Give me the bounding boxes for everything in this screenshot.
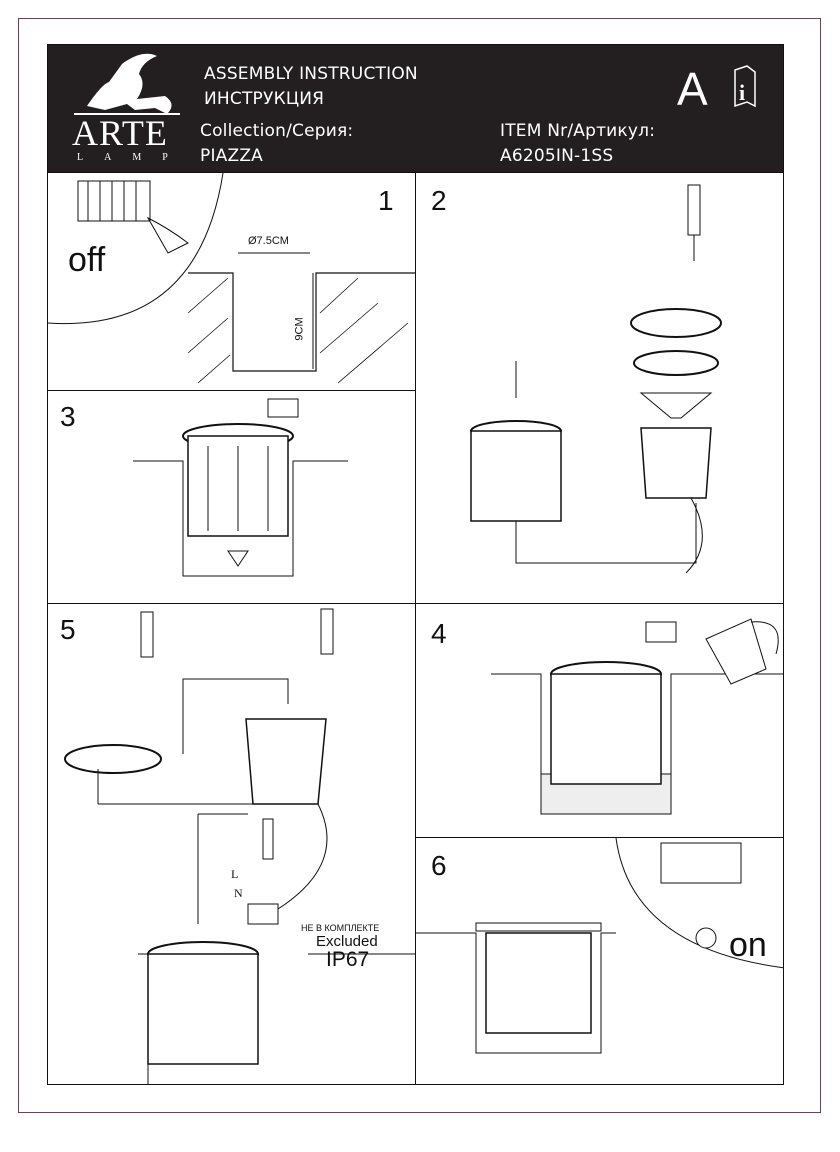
step-number: 3 (60, 401, 76, 432)
step-1-panel: 1 off Ø7.5CM 9CM (47, 172, 416, 391)
step-number: 2 (431, 185, 447, 216)
header-banner: ARTE LAMP ASSEMBLY INSTRUCTION ИНСТРУКЦИ… (47, 44, 784, 172)
finished-install-diagram (416, 838, 783, 1054)
not-included-note-en: Excluded (316, 933, 378, 950)
step-number: 4 (431, 618, 447, 649)
svg-text:i: i (739, 80, 745, 105)
switch-on-label: on (729, 926, 767, 964)
backfill-diagram (491, 618, 783, 815)
collection-value: PIAZZA (200, 146, 264, 166)
disassembly-diagram (470, 184, 722, 574)
diameter-label: Ø7.5CM (248, 235, 289, 247)
language-letter: A (677, 63, 708, 115)
step-5-panel: 5 L N НЕ В КОМПЛЕКТЕ Excluded IP67 (47, 603, 416, 1085)
item-label: ITEM Nr/Артикул: (500, 121, 656, 141)
step-number: 6 (431, 850, 447, 881)
item-value: A6205IN-1SS (500, 146, 614, 166)
title-en: ASSEMBLY INSTRUCTION (204, 64, 418, 84)
winged-lion-logo-icon (74, 53, 180, 115)
brand-logo: ARTE (72, 113, 168, 153)
step-4-panel: 4 (415, 603, 784, 838)
neutral-label: N (234, 886, 243, 900)
page-border (18, 18, 821, 1113)
not-included-note-ru: НЕ В КОМПЛЕКТЕ (301, 923, 380, 933)
brand-subtitle: LAMP (77, 152, 189, 163)
hole-diagram (48, 173, 415, 384)
step-number: 5 (60, 614, 76, 645)
ground-label: L (231, 867, 239, 881)
wiring-assembly-diagram (64, 608, 415, 1084)
step-6-panel: 6 on (415, 837, 784, 1085)
step-2-panel: 2 (415, 172, 784, 604)
step-3-panel: 3 (47, 390, 416, 604)
collection-label: Collection/Серия: (200, 121, 354, 141)
switch-off-label: off (68, 241, 106, 279)
title-ru: ИНСТРУКЦИЯ (204, 89, 325, 109)
ip-rating: IP67 (326, 948, 370, 971)
manual-book-icon: i (734, 65, 756, 108)
depth-label: 9CM (293, 317, 306, 341)
housing-insertion-diagram (133, 398, 348, 577)
step-number: 1 (378, 185, 394, 216)
